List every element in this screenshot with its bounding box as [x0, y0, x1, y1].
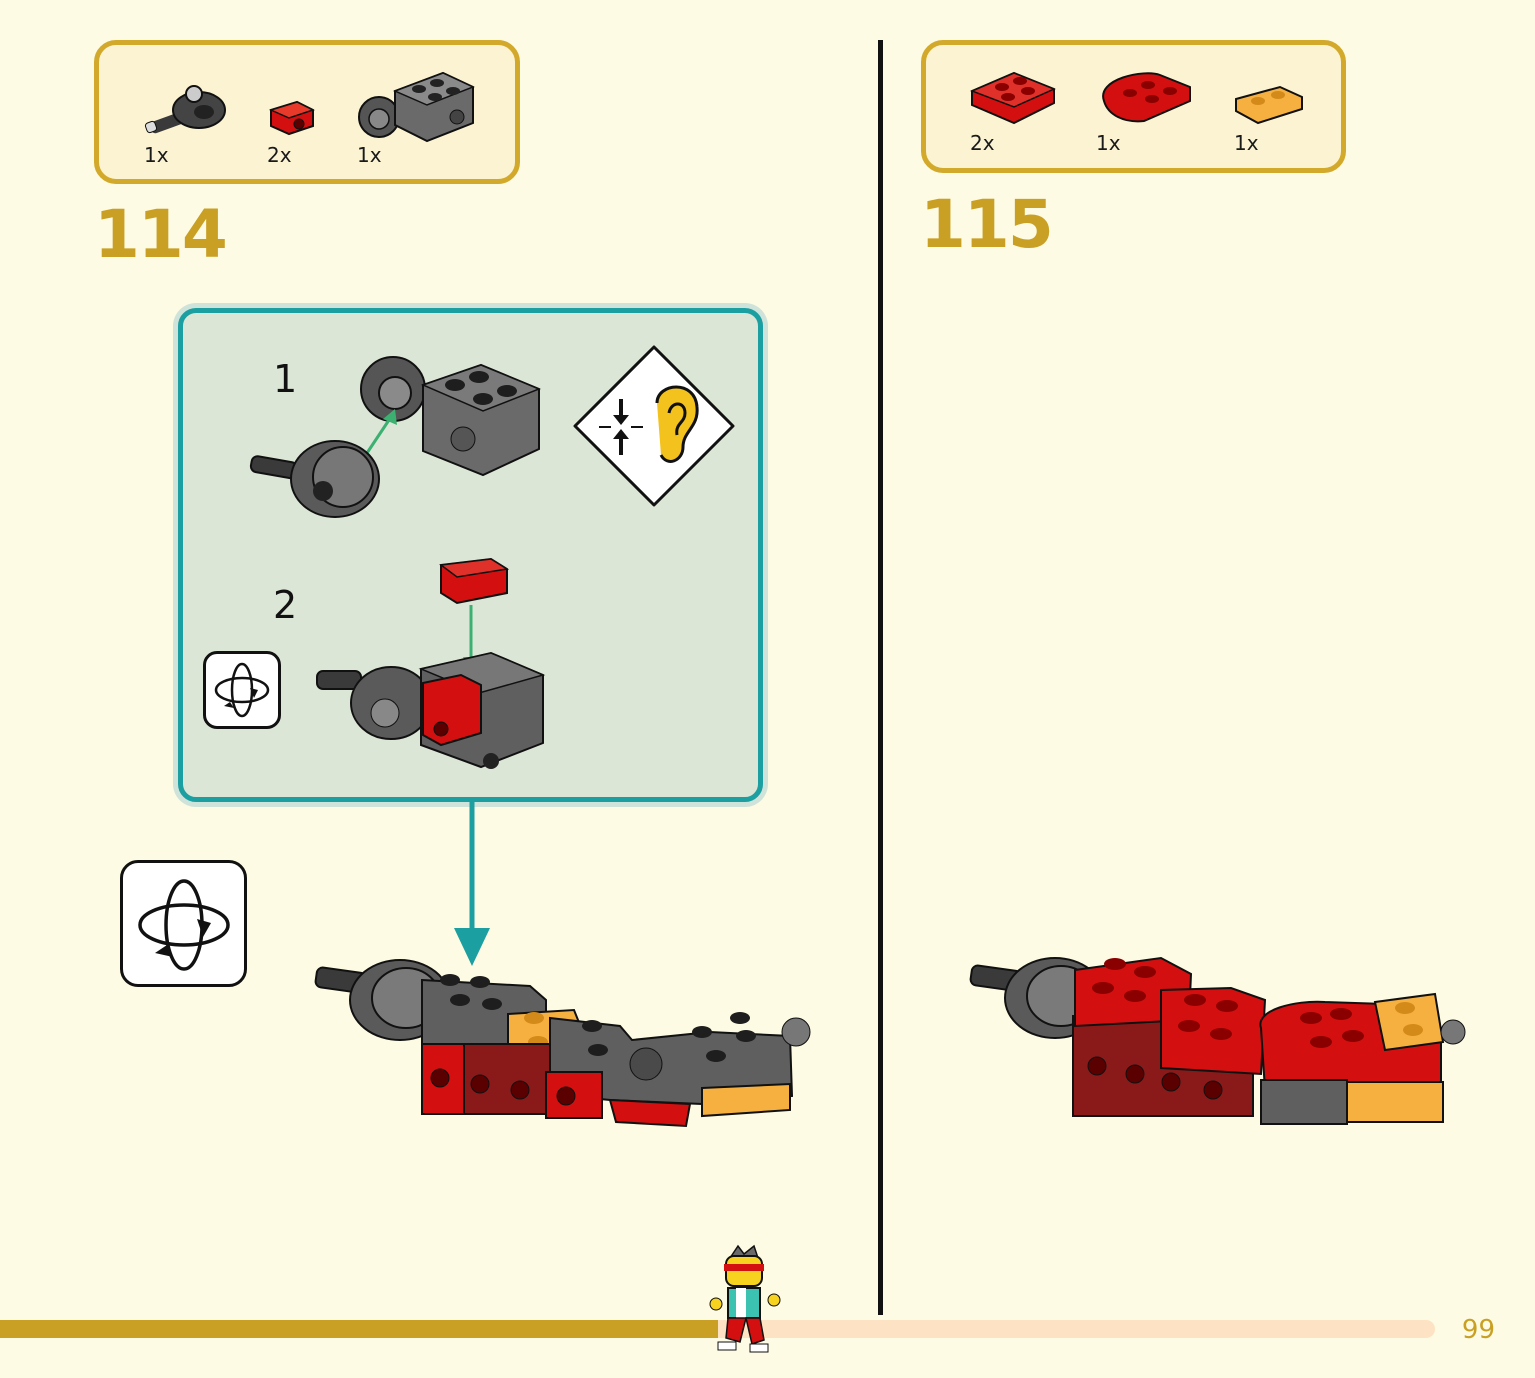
rotate-model-icon: [120, 860, 247, 987]
rotate-model-icon: [203, 651, 281, 729]
step-114-parts-box: 1x 2x 1x: [94, 40, 520, 184]
red-round-plate-part: [1102, 72, 1191, 123]
step-number-115: 115: [920, 186, 1054, 263]
orange-1x2-plate-part: [1235, 85, 1303, 125]
part-qty: 1x: [144, 143, 169, 167]
step-115-model: [969, 956, 1466, 1125]
page-divider: [878, 40, 883, 1315]
substep-number-1: 1: [273, 357, 298, 401]
part-qty: 1x: [1234, 131, 1259, 155]
click-sound-ear-icon: [573, 345, 735, 507]
part-qty: 1x: [357, 143, 382, 167]
ball-joint-axle-part: [144, 85, 226, 134]
progress-bar: [0, 1320, 718, 1338]
grey-ball-socket-brick-part: [358, 71, 475, 143]
part-qty: 2x: [970, 131, 995, 155]
part-qty: 2x: [267, 143, 292, 167]
step-number-114: 114: [94, 196, 228, 273]
substep-callout: 1 2: [178, 308, 763, 802]
part-qty: 1x: [1096, 131, 1121, 155]
red-clip-part: [268, 100, 315, 136]
red-2x2-plate-part: [970, 71, 1056, 125]
page-number: 99: [1461, 1315, 1495, 1345]
substep-number-2: 2: [273, 583, 298, 627]
substep-1-assembly: [249, 356, 542, 518]
callout-arrow: [454, 802, 490, 966]
step-114-model: [314, 959, 811, 1128]
substep-2-assembly: [316, 557, 546, 769]
step-115-parts-box: 2x 1x 1x: [921, 40, 1346, 173]
minifigure-runner-icon: [709, 1244, 781, 1353]
